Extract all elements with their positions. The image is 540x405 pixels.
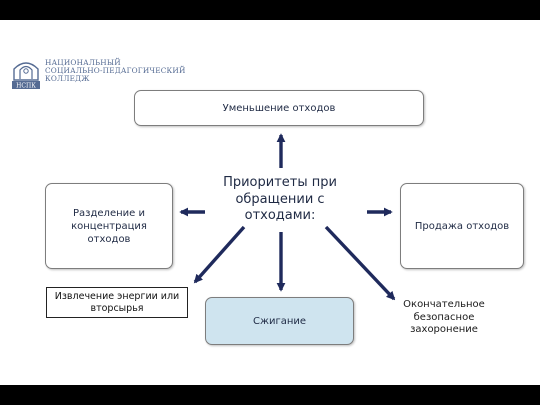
node-reduce-waste-label: Уменьшение отходов <box>222 102 336 114</box>
college-name-line-1: НАЦИОНАЛЬНЫЙ <box>45 58 121 67</box>
logo-badge-label: НСПК <box>16 82 36 89</box>
college-logo-icon: НСПК <box>12 62 40 89</box>
node-reduce-waste: Уменьшение отходов <box>134 90 424 126</box>
node-landfill-label: Окончательное безопасное захоронение <box>403 299 485 336</box>
node-sale-label: Продажа отходов <box>414 220 510 232</box>
bottom-band <box>0 385 540 405</box>
diagram-center-title: Приоритеты при обращении с отходами: <box>216 171 344 229</box>
diagram-center-title-label: Приоритеты при обращении с отходами: <box>223 175 337 224</box>
node-incineration: Сжигание <box>205 297 354 345</box>
node-separation: Разделение и концентрация отходов <box>45 183 173 269</box>
node-energy-recovery-label: Извлечение энергии или вторсырья <box>54 290 180 314</box>
college-name: НАЦИОНАЛЬНЫЙ СОЦИАЛЬНО-ПЕДАГОГИЧЕСКИЙ КО… <box>45 58 186 84</box>
node-energy-recovery: Извлечение энергии или вторсырья <box>46 287 188 318</box>
college-name-line-3: КОЛЛЕДЖ <box>45 74 90 84</box>
college-name-line-2: СОЦИАЛЬНО-ПЕДАГОГИЧЕСКИЙ <box>45 66 186 76</box>
node-incineration-label: Сжигание <box>252 315 307 327</box>
node-sale: Продажа отходов <box>400 183 524 269</box>
arrow-to-landfill <box>324 225 396 301</box>
top-band <box>0 0 540 20</box>
node-separation-label: Разделение и концентрация отходов <box>71 207 147 245</box>
node-landfill: Окончательное безопасное захоронение <box>385 297 503 339</box>
arrow-to-energy <box>193 225 246 284</box>
